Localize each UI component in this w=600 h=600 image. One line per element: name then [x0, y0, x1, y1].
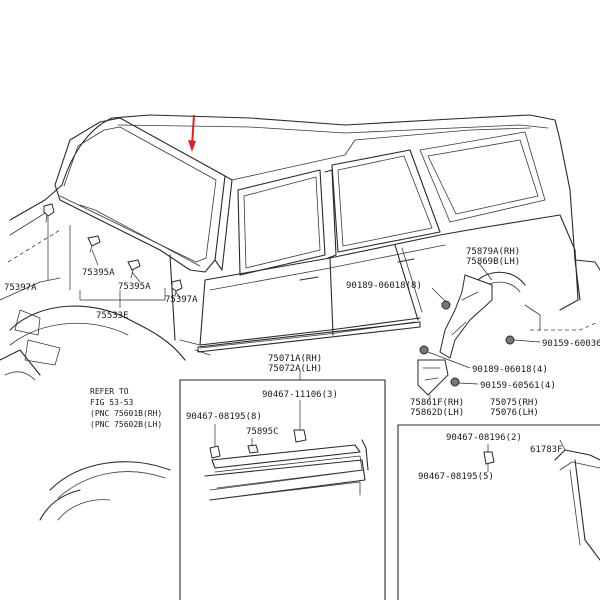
clip-75397a-right [171, 279, 183, 292]
label-90467-08196-2: 90467-08196(2) [446, 433, 522, 443]
detail-box-moulding [179, 370, 386, 600]
label-75861f: 75861F(RH) [410, 398, 464, 408]
label-90467-08195-5: 90467-08195(5) [418, 472, 494, 482]
screw-90159-60561-4 [450, 377, 460, 387]
clip-75397a-left [43, 203, 55, 217]
label-75533e: 75533E [96, 311, 129, 321]
screw-90159-60036 [505, 335, 515, 345]
clip-90467-08195-8 [209, 445, 221, 459]
label-75395a-bottom: 75395A [118, 282, 151, 292]
label-75075: 75075(RH) [490, 398, 539, 408]
wheel-arch-parts [417, 261, 541, 400]
label-refer-pnc-rh: (PNC 75601B(RH) [90, 409, 162, 418]
label-refer-fig: FIG 53-53 [90, 398, 134, 407]
label-90189-06018-8: 90189-06018(8) [346, 281, 422, 291]
vehicle-outline [0, 114, 600, 521]
part-labels: 75879A(RH) 75869B(LH) 90189-06018(8) 901… [4, 247, 600, 482]
screw-90189-06018-4 [419, 345, 429, 355]
clip-75395a-bottom [127, 259, 141, 271]
label-75879a: 75879A(RH) [466, 247, 520, 257]
clip-90467-11106-3 [293, 429, 307, 443]
label-75862d: 75862D(LH) [410, 408, 464, 418]
label-refer-pnc-lh: (PNC 75602B(LH) [90, 420, 162, 429]
red-pointer-arrow [188, 114, 196, 152]
label-75072a: 75072A(LH) [268, 364, 322, 374]
label-90189-06018-4: 90189-06018(4) [472, 365, 548, 375]
label-90467-08195-8: 90467-08195(8) [186, 412, 262, 422]
label-75397a-left: 75397A [4, 283, 37, 293]
label-75071a: 75071A(RH) [268, 354, 322, 364]
label-refer-to: REFER TO [90, 387, 129, 396]
label-75869b: 75869B(LH) [466, 257, 520, 267]
label-90467-11106-3: 90467-11106(3) [262, 390, 338, 400]
label-90159-60036: 90159-60036 [542, 339, 600, 349]
fender-flare-75879a [439, 274, 493, 359]
label-90159-60561-4: 90159-60561(4) [480, 381, 556, 391]
detail-box-rear [397, 424, 600, 600]
clip-75395a-top [87, 235, 101, 247]
label-75397a-right: 75397A [165, 295, 198, 305]
mudguard-75861f [417, 359, 449, 396]
clip-75895c [247, 444, 259, 454]
windshield-parts [43, 203, 183, 308]
clip-90467-08196-2 [483, 451, 495, 465]
label-75895c: 75895C [246, 427, 279, 437]
label-75395a-top: 75395A [82, 268, 115, 278]
label-61783f: 61783F [530, 445, 563, 455]
screw-90189-06018-8 [441, 300, 451, 310]
label-75076: 75076(LH) [490, 408, 539, 418]
